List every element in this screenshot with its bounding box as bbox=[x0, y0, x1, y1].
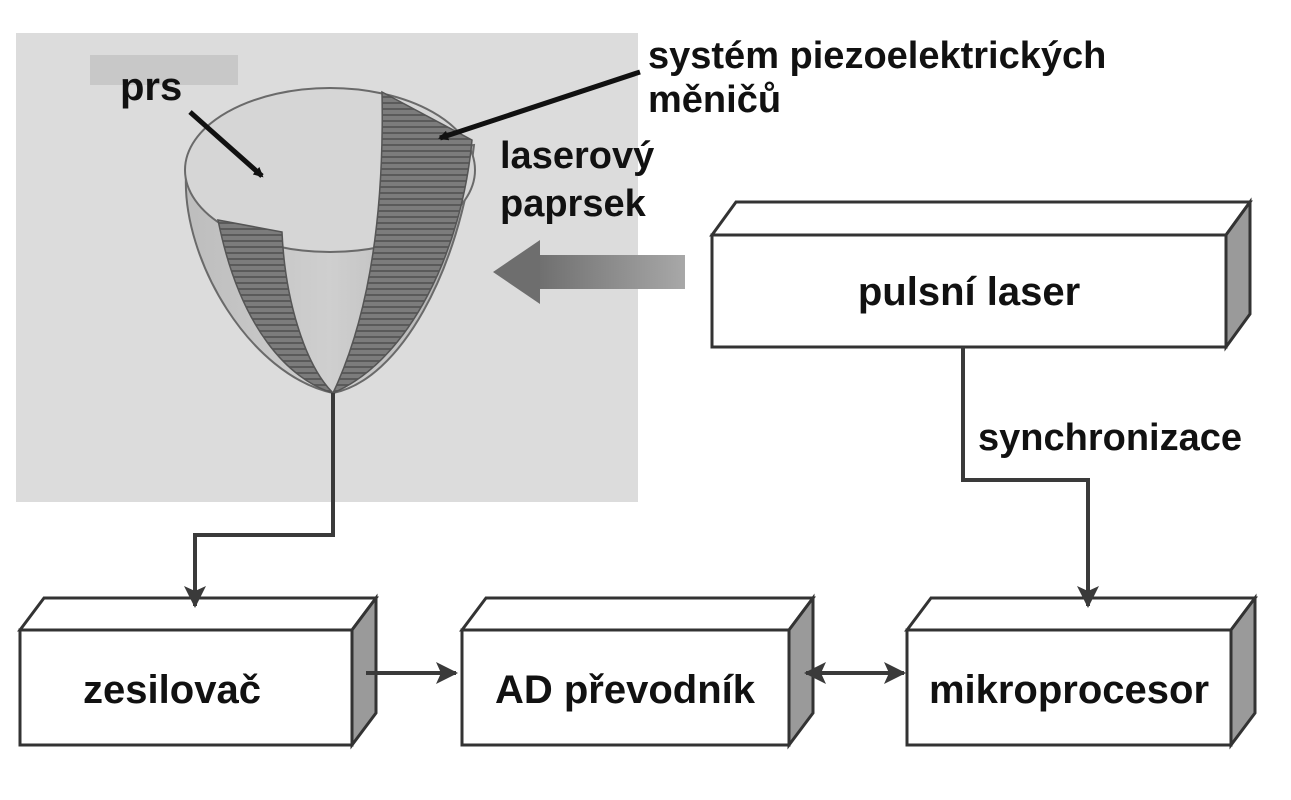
amplifier-label: zesilovač bbox=[83, 668, 261, 712]
synchronization-label: synchronizace bbox=[978, 417, 1242, 459]
laser-beam-arrow bbox=[493, 240, 685, 304]
connector-laser-to-microprocessor bbox=[961, 347, 1099, 608]
prs-pointer-arrow bbox=[188, 110, 264, 178]
transducers-label-line1: systém piezoelektrických bbox=[648, 35, 1106, 77]
block-amplifier: zesilovač bbox=[17, 593, 379, 750]
microprocessor-label: mikroprocesor bbox=[929, 668, 1209, 712]
transducer-band-right bbox=[331, 90, 473, 395]
pulsed-laser-label: pulsní laser bbox=[858, 270, 1080, 314]
panel-top-strip bbox=[90, 55, 238, 85]
laser-beam-label-line1: laserový bbox=[500, 135, 654, 177]
transducers-label-line2: měničů bbox=[648, 79, 781, 121]
block-pulsed-laser: pulsní laser bbox=[709, 197, 1253, 352]
block-microprocessor: mikroprocesor bbox=[904, 593, 1258, 750]
ad-converter-label: AD převodník bbox=[495, 668, 756, 712]
breast-model-illustration bbox=[184, 87, 476, 395]
block-ad-converter: AD převodník bbox=[459, 593, 816, 750]
transducer-pointer-arrow bbox=[438, 69, 641, 141]
connector-transducers-to-amplifier bbox=[184, 393, 335, 608]
laser-beam-label-line2: paprsek bbox=[500, 183, 647, 225]
breast-label: prs bbox=[120, 65, 182, 109]
